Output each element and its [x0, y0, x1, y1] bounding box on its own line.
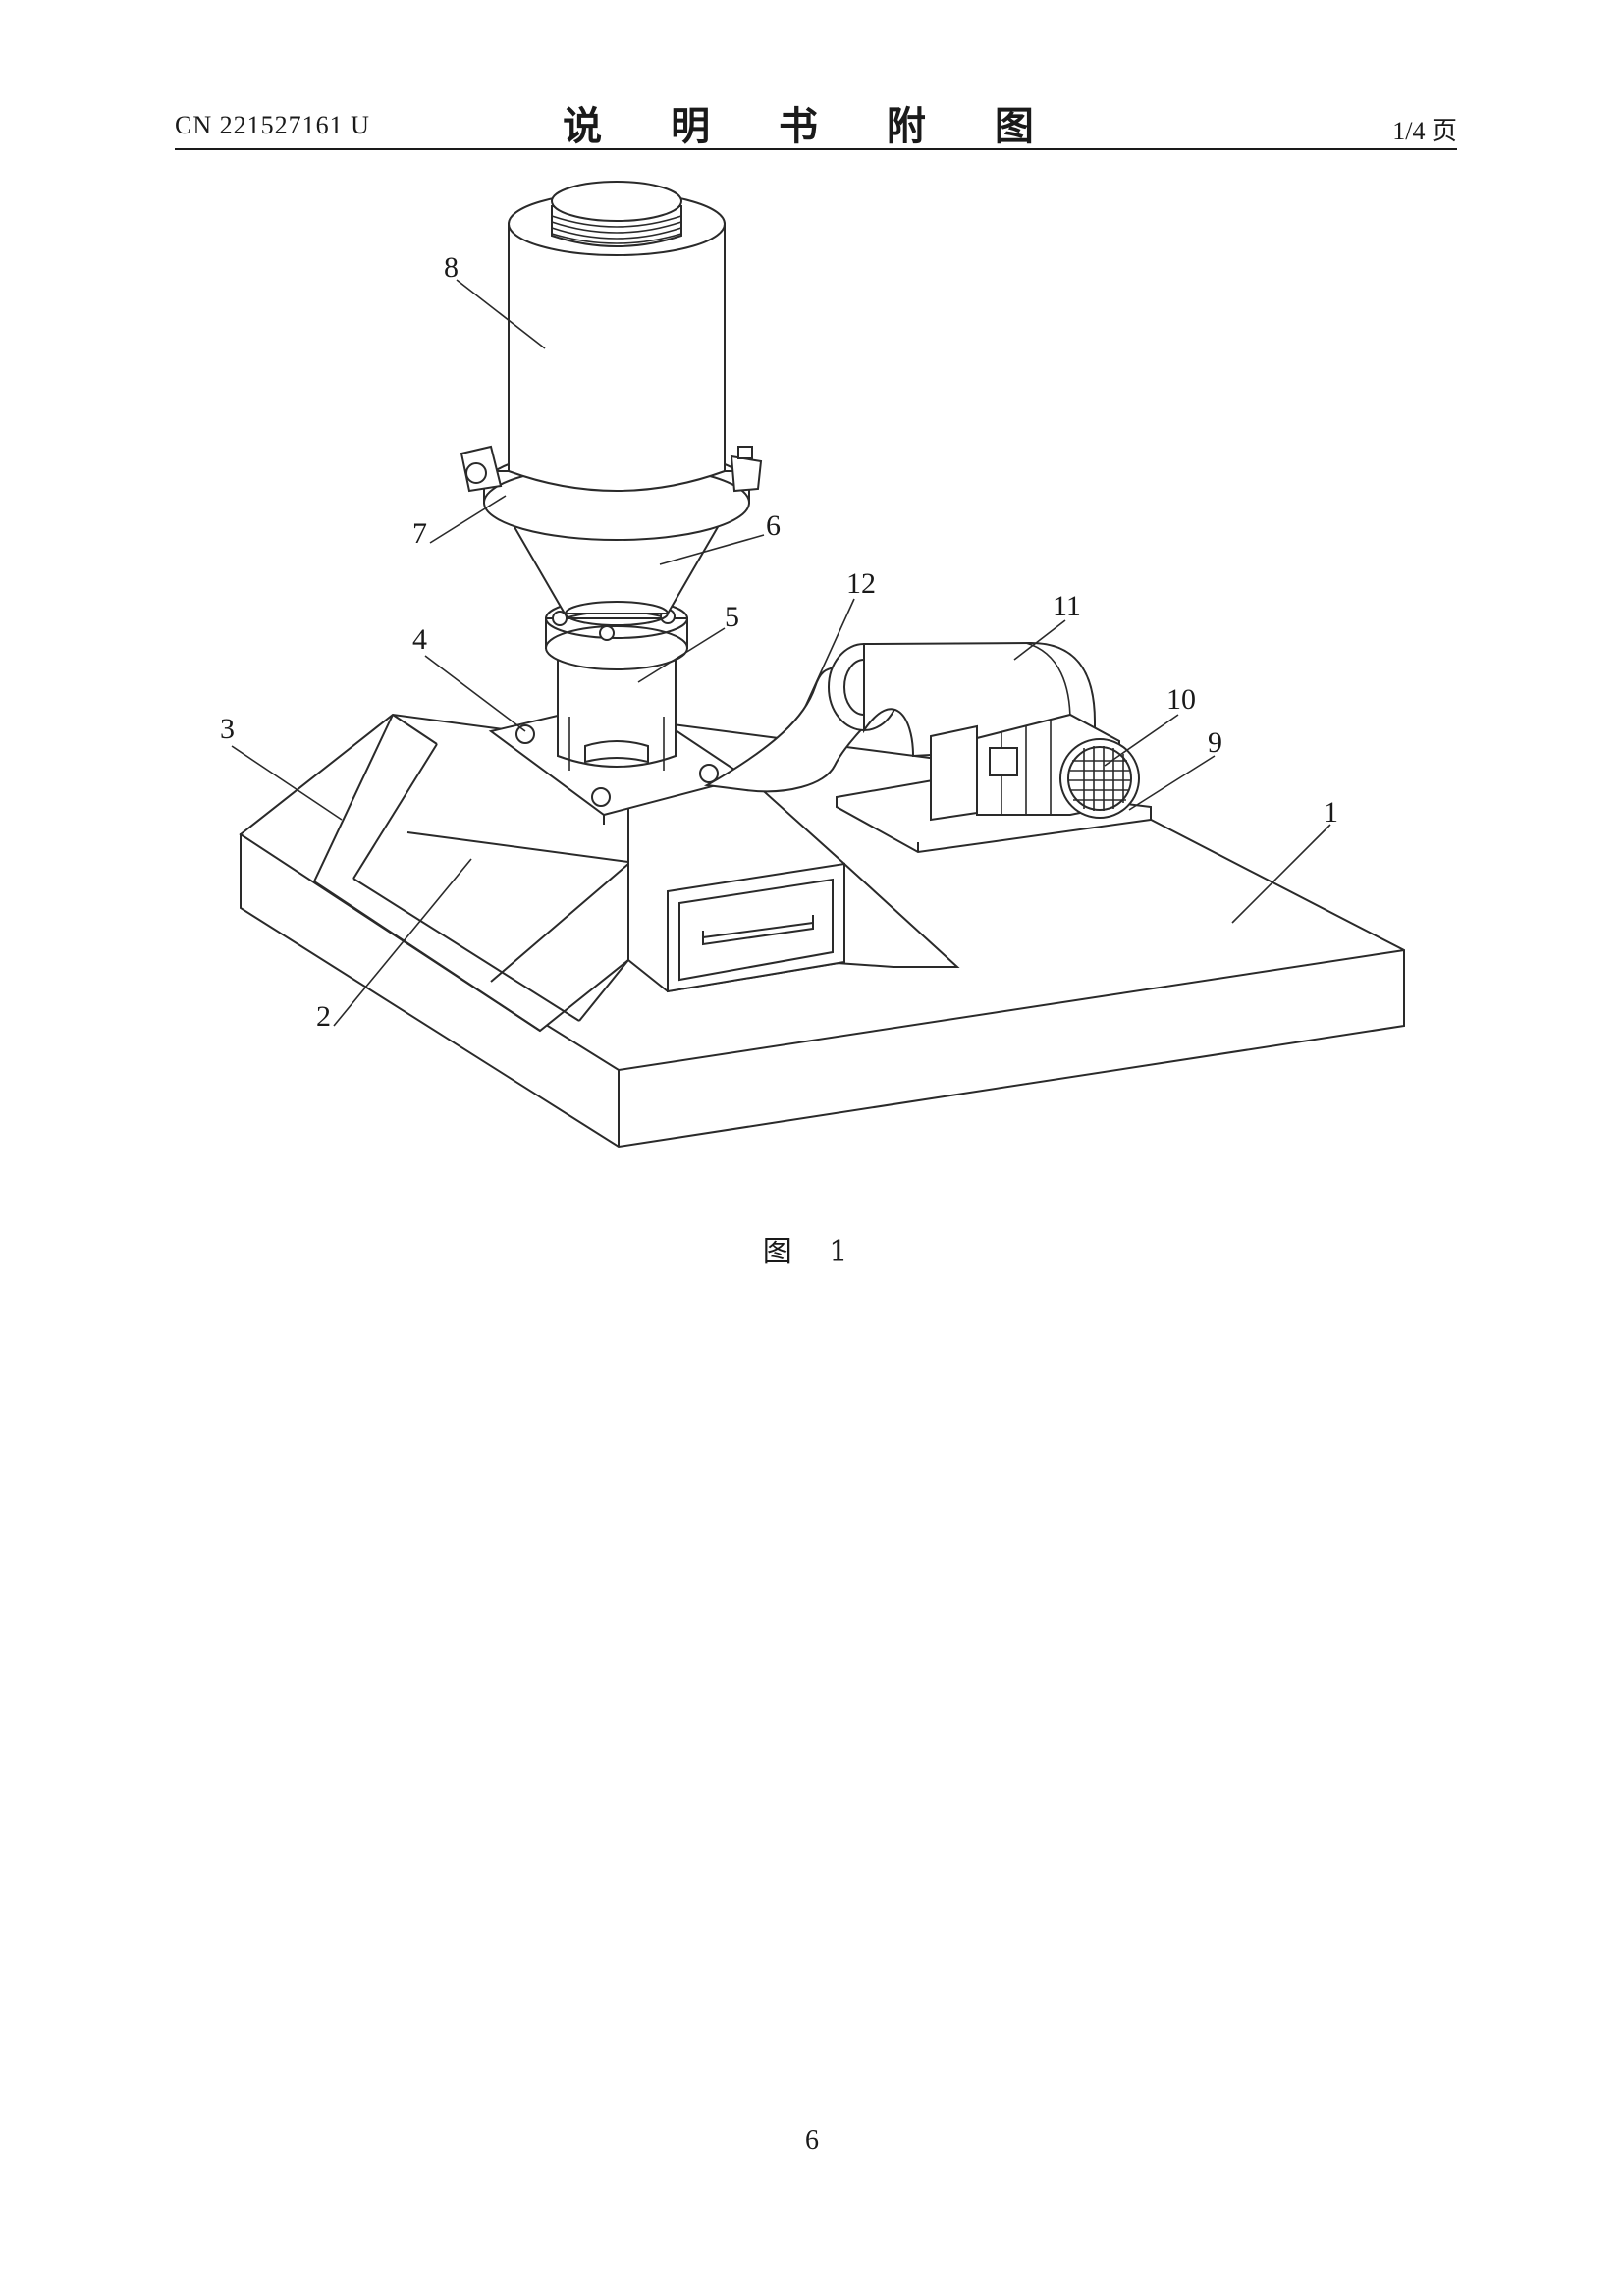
callout-6: 6	[766, 509, 781, 542]
callout-3: 3	[220, 713, 235, 745]
callout-9: 9	[1208, 726, 1222, 759]
motor-assembly	[836, 713, 1152, 854]
callout-12: 12	[846, 567, 876, 600]
filter-cylinder	[508, 181, 726, 492]
drawer-box	[627, 744, 845, 993]
callout-5: 5	[725, 601, 739, 633]
callout-1: 1	[1324, 796, 1338, 828]
page-counter: 1/4 页	[1392, 117, 1457, 145]
callout-2: 2	[316, 1000, 331, 1033]
figure-caption: 图 1	[762, 1235, 862, 1269]
publication-number: CN 221527161 U	[175, 111, 370, 139]
callout-leaders	[231, 279, 1331, 1027]
callout-10: 10	[1166, 683, 1196, 716]
header-rule	[175, 148, 1457, 150]
patent-drawing-figure-1: 1 2 3 4 5 6 7 8 9 10 11 12	[220, 181, 1405, 1148]
page-title: 说 明 书 附 图	[563, 104, 1061, 149]
callout-4: 4	[412, 623, 427, 656]
callout-numbers: 1 2 3 4 5 6 7 8 9 10 11 12	[220, 251, 1338, 1033]
callout-7: 7	[412, 517, 427, 550]
page-number: 6	[805, 2125, 819, 2156]
callout-11: 11	[1053, 590, 1081, 622]
callout-8: 8	[444, 251, 459, 284]
